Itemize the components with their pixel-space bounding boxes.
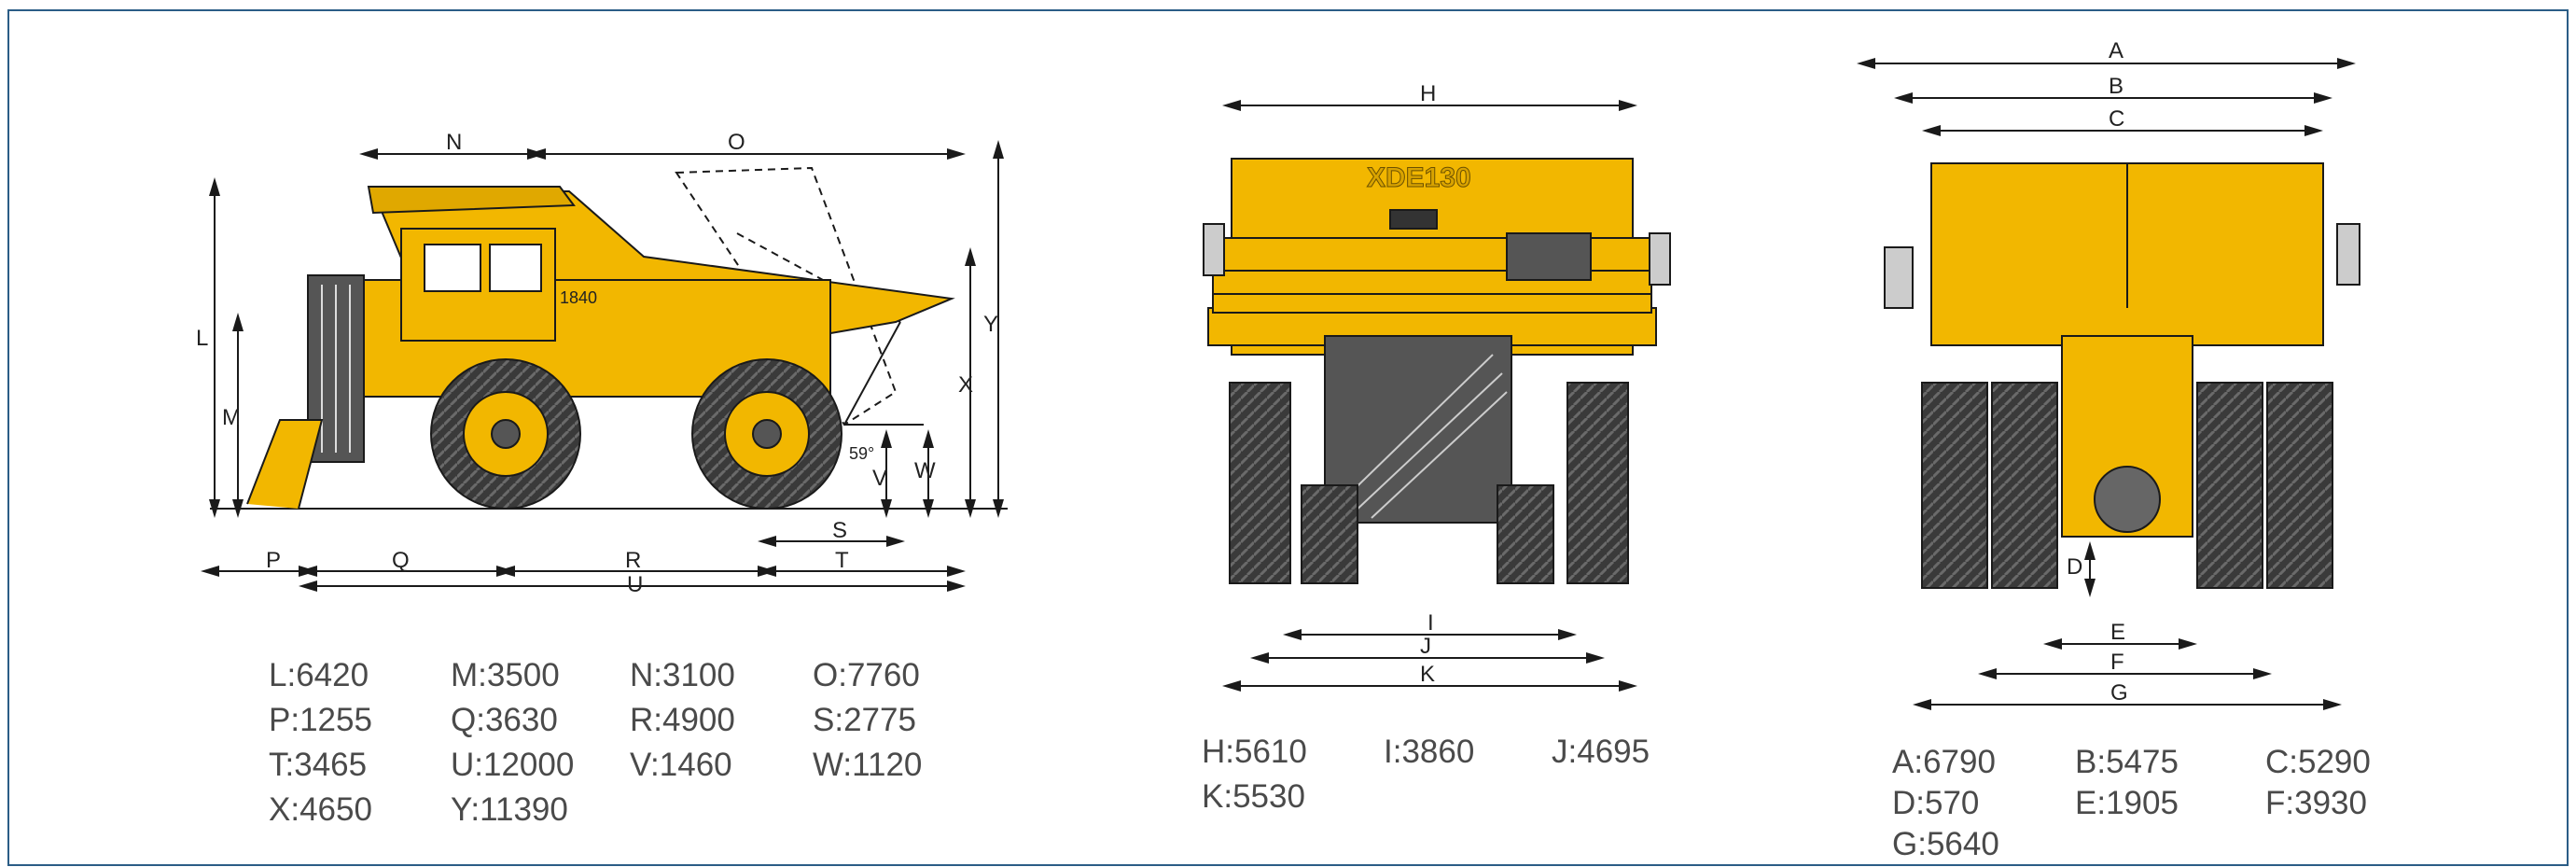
spec-E: E:1905 — [2075, 785, 2179, 821]
model-label: XDE130 — [1367, 162, 1471, 193]
front-view-dim-labels: H I J K — [1420, 81, 1436, 687]
dim-label-B: B — [2109, 74, 2123, 99]
spec-D: D:570 — [1892, 785, 1980, 821]
dim-label-D: D — [2067, 554, 2082, 580]
rear-right-tire-outer — [2266, 382, 2333, 589]
dim-label-K: K — [1420, 662, 1435, 687]
spec-J: J:4695 — [1552, 734, 1650, 770]
spec-P: P:1255 — [269, 702, 372, 738]
rear-right-tire-inner — [2196, 382, 2263, 589]
spec-A: A:6790 — [1892, 744, 1996, 780]
dim-label-L: L — [196, 326, 208, 351]
rear-view-specs: A:6790 B:5475 C:5290 D:570 E:1905 F:3930… — [1892, 740, 2452, 866]
side-view: 59° 1840 — [201, 140, 1008, 592]
spec-H: H:5610 — [1202, 734, 1307, 770]
rear-left-tire-outer — [1921, 382, 1988, 589]
spec-N: N:3100 — [630, 657, 735, 693]
dim-label-I: I — [1427, 610, 1434, 636]
dim-label-C: C — [2109, 106, 2124, 132]
dim-label-V: V — [872, 466, 887, 491]
spec-K: K:5530 — [1202, 778, 1305, 815]
rear-right-mirror — [2336, 223, 2360, 286]
rear-left-tire-inner — [1991, 382, 2058, 589]
spec-R: R:4900 — [630, 702, 735, 738]
front-view: XDE130 — [1203, 100, 1671, 692]
dim-label-M: M — [222, 405, 241, 430]
spec-S: S:2775 — [813, 702, 916, 738]
spec-G: G:5640 — [1892, 826, 1999, 862]
dim-label-J: J — [1420, 634, 1431, 659]
dim-label-O: O — [728, 130, 745, 155]
spec-F: F:3930 — [2265, 785, 2367, 821]
dim-label-G: G — [2110, 680, 2128, 706]
body-mark-label: 1840 — [560, 288, 597, 307]
dim-label-P: P — [266, 548, 281, 573]
spec-U: U:12000 — [451, 747, 575, 783]
dim-label-N: N — [446, 130, 462, 155]
dim-label-A: A — [2109, 38, 2123, 63]
front-view-specs: H:5610 I:3860 J:4695 K:5530 — [1202, 730, 1724, 832]
dim-label-E: E — [2110, 620, 2125, 645]
side-view-dim-labels: N O L M X Y V W S T P Q R U — [196, 130, 998, 597]
front-right-tire-inner — [1497, 484, 1554, 584]
dump-angle-label: 59° — [849, 444, 874, 463]
spec-W: W:1120 — [813, 747, 923, 783]
dim-label-Y: Y — [983, 312, 998, 337]
dim-label-S: S — [832, 518, 847, 543]
dim-label-U: U — [627, 572, 643, 597]
spec-M: M:3500 — [451, 657, 560, 693]
spec-T: T:3465 — [269, 747, 368, 783]
front-left-tire-inner — [1301, 484, 1358, 584]
dim-label-W: W — [914, 458, 936, 483]
spec-O: O:7760 — [813, 657, 920, 693]
side-view-specs: L:6420 M:3500 N:3100 O:7760 P:1255 Q:363… — [269, 653, 1015, 840]
dim-label-T: T — [835, 548, 849, 573]
spec-Q: Q:3630 — [451, 702, 558, 738]
spec-I: I:3860 — [1384, 734, 1475, 770]
dim-label-X: X — [958, 372, 973, 398]
left-mirror — [1203, 223, 1225, 276]
dim-label-F: F — [2110, 650, 2124, 675]
spec-X: X:4650 — [269, 791, 372, 828]
dim-label-Q: Q — [392, 548, 410, 573]
rear-view-dim-labels: A B C D E F G — [2067, 38, 2128, 706]
front-ladder — [246, 419, 324, 510]
dim-label-R: R — [625, 548, 641, 573]
dim-label-H: H — [1420, 81, 1436, 106]
spec-L: L:6420 — [269, 657, 369, 693]
rear-view — [1857, 58, 2360, 710]
spec-Y: Y:11390 — [451, 791, 568, 828]
rear-left-mirror — [1884, 246, 1914, 309]
spec-V: V:1460 — [630, 747, 732, 783]
front-left-tire-outer — [1229, 382, 1291, 584]
spec-B: B:5475 — [2075, 744, 2179, 780]
spec-C: C:5290 — [2265, 744, 2371, 780]
right-mirror — [1649, 232, 1671, 286]
front-right-tire-outer — [1566, 382, 1629, 584]
